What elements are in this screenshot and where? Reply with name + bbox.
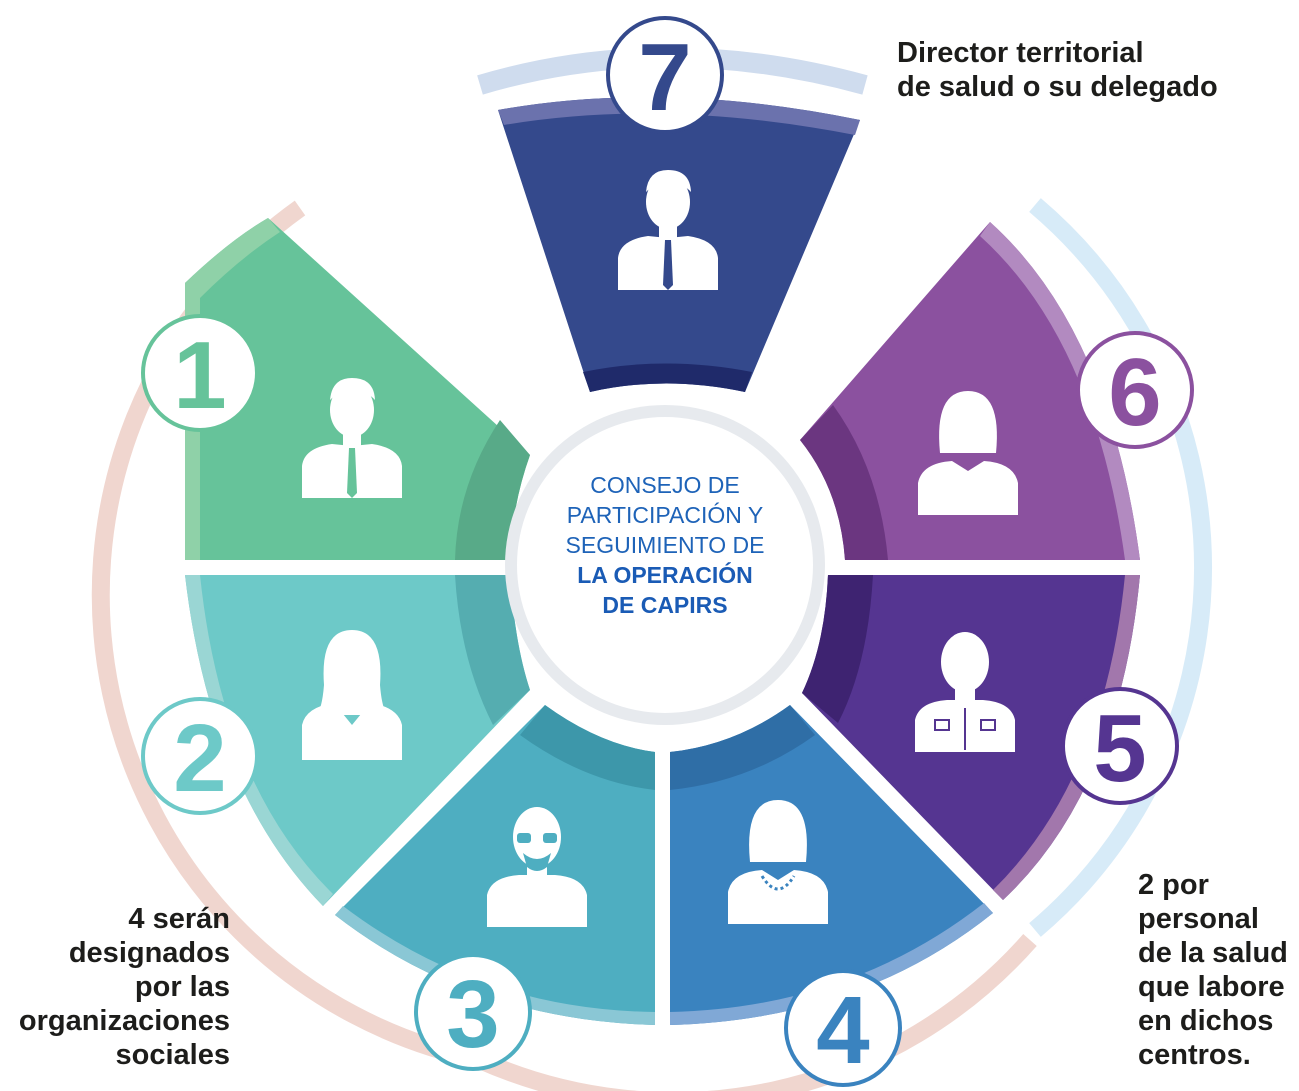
segment-2-inner [455,575,530,725]
badge-6: 6 [1076,331,1194,449]
badge-6-number: 6 [1108,339,1161,446]
segment-3-inner [520,705,655,790]
badge-1: 1 [141,314,259,432]
man-glasses-beard-icon [487,807,587,927]
note-health-line: en dichos [1138,1005,1274,1037]
center-circle [517,417,813,713]
segment-6-inner [800,405,888,560]
man-suit-icon [302,378,402,498]
note-organizations-line: sociales [115,1039,230,1071]
badge-2-number: 2 [173,705,226,812]
note-health-line: de la salud [1138,937,1288,969]
segment-5-inner [802,575,873,723]
note-organizations-line: organizaciones [18,1005,230,1037]
badge-7: 7 [606,16,724,134]
note-health-line: centros. [1138,1039,1251,1071]
center-line-2: PARTICIPACIÓN Y [566,502,764,528]
center-line-1: CONSEJO DE [590,472,740,498]
center-line-4: LA OPERACIÓN [577,562,753,588]
segment-3-rim [335,906,655,1025]
note-director-line: Director territorial [897,37,1144,69]
badge-3-number: 3 [446,961,499,1068]
badge-4: 4 [784,969,902,1087]
segment-4-rim [670,903,993,1025]
segment-2-rim [185,575,333,906]
man-tie-icon [618,170,718,290]
center-line-5: DE CAPIRS [602,592,728,618]
note-director: Director territorial de salud o su deleg… [897,36,1218,104]
badge-7-number: 7 [638,24,691,131]
segment-1-rim [185,218,280,560]
note-organizations: 4 serán designados por las organizacione… [0,902,230,1072]
health-worker-icon [915,632,1015,752]
note-director-line: de salud o su delegado [897,71,1218,103]
note-organizations-line: por las [134,971,230,1003]
center-title: CONSEJO DE PARTICIPACIÓN Y SEGUIMIENTO D… [520,470,810,620]
note-organizations-line: designados [68,937,230,969]
segment-6-rim [980,222,1140,560]
badge-2: 2 [141,697,259,815]
outer-arc-bottom [476,934,1037,1091]
note-health-line: personal [1138,903,1259,935]
outer-arc-right [1029,198,1213,937]
segment-4-inner [670,705,815,790]
segment-5-rim [993,575,1140,900]
badge-1-number: 1 [173,322,226,429]
note-health-line: que labore [1138,971,1285,1003]
segment-4 [670,705,993,1025]
badge-3: 3 [414,953,532,1071]
segment-7-inner [583,363,752,392]
segment-7-rim [498,97,860,135]
note-organizations-line: 4 serán [128,903,230,935]
badge-5-number: 5 [1093,695,1146,802]
segment-3 [335,705,655,1025]
badge-4-number: 4 [816,977,869,1084]
badge-5: 5 [1061,687,1179,805]
note-health-line: 2 por [1138,869,1209,901]
note-health-personnel: 2 por personal de la salud que labore en… [1138,868,1288,1072]
center-line-3: SEGUIMIENTO DE [565,532,765,558]
woman-necklace-icon [728,800,828,924]
